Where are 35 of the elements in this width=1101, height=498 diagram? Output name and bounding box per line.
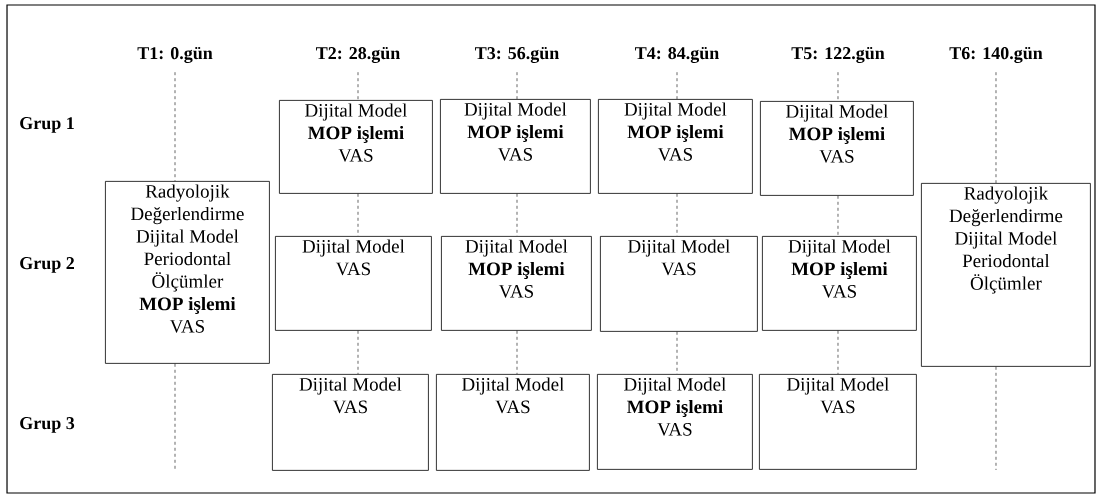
- column-heading: T3: 56.gün: [475, 47, 559, 63]
- timeline-line: [995, 366, 997, 471]
- timeline-line: [357, 71, 359, 101]
- process-box: Dijital Model VAS: [275, 236, 432, 331]
- timeline-line: [837, 330, 839, 375]
- process-box: Radyolojik Değerlendirme Dijital Model Periodontal Ölçümler: [921, 183, 1091, 367]
- row-label: Grup 1: [20, 117, 74, 133]
- timeline-line: [837, 71, 839, 102]
- timeline-line: [837, 195, 839, 237]
- process-box: Dijital Model MOP işlemi VAS: [441, 236, 592, 331]
- process-box: Dijital Model MOP işlemi VAS: [597, 374, 753, 470]
- process-box: Dijital Model MOP işlemi VAS: [440, 99, 591, 194]
- process-box: Dijital Model MOP işlemi VAS: [762, 236, 917, 331]
- timeline-line: [516, 330, 518, 375]
- timeline-line: [516, 71, 518, 100]
- process-box: Dijital Model VAS: [436, 374, 590, 471]
- column-heading: T1: 0.gün: [137, 47, 213, 63]
- column-heading: T6: 140.gün: [949, 47, 1043, 63]
- process-box: Dijital Model VAS: [759, 374, 917, 470]
- column-heading: T2: 28.gün: [316, 47, 400, 63]
- row-label: Grup 2: [20, 257, 74, 273]
- timeline-line: [676, 71, 678, 100]
- column-heading: T4: 84.gün: [635, 47, 719, 63]
- process-box: Dijital Model VAS: [272, 374, 429, 471]
- process-box: Radyolojik Değerlendirme Dijital Model Periodontal Ölçümler MOP işlemi VAS: [105, 181, 270, 364]
- timeline-line: [174, 71, 176, 182]
- column-heading: T5: 122.gün: [791, 47, 885, 63]
- process-box: Dijital Model MOP işlemi VAS: [760, 101, 914, 196]
- row-label: Grup 3: [20, 417, 75, 433]
- timeline-line: [995, 71, 997, 184]
- timeline-line: [174, 363, 176, 471]
- process-box: Dijital Model MOP işlemi VAS: [279, 100, 433, 194]
- timeline-line: [357, 330, 359, 375]
- process-box: Dijital Model MOP işlemi VAS: [598, 99, 753, 194]
- process-box: Dijital Model VAS: [600, 236, 758, 332]
